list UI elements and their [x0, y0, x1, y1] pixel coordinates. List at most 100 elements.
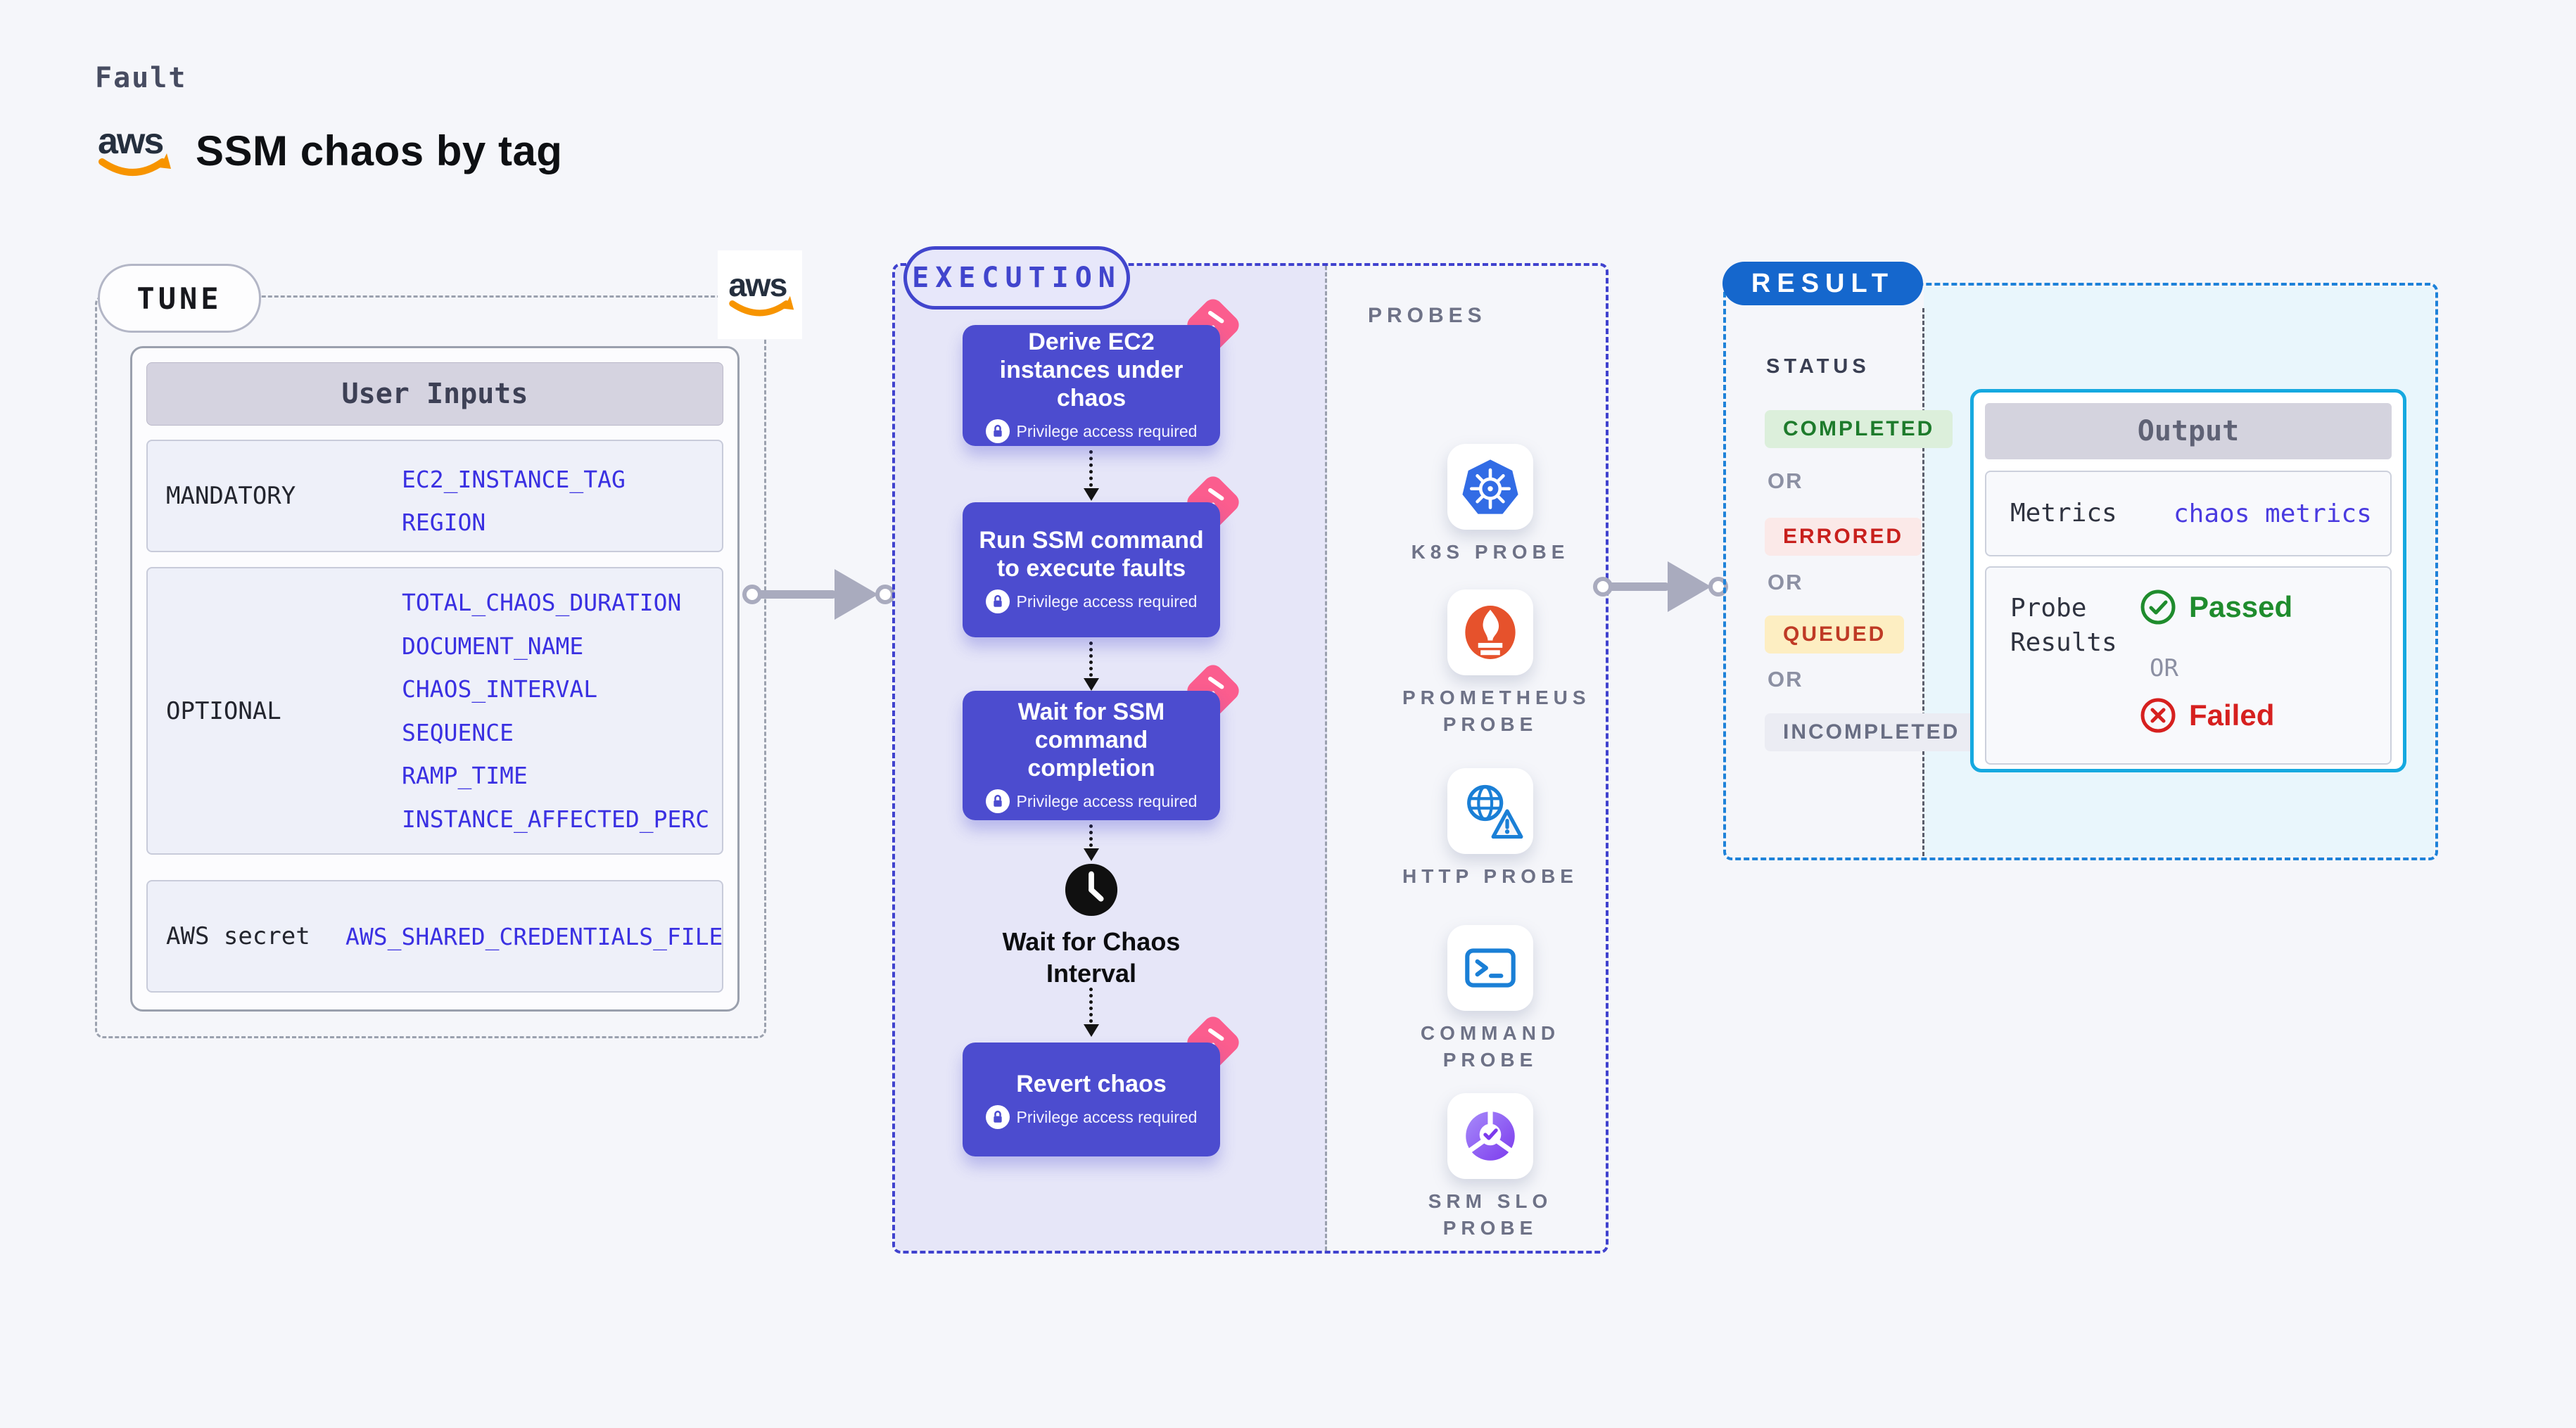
table-header: User Inputs — [146, 362, 723, 426]
step-title: Revert chaos — [1016, 1070, 1167, 1097]
row-value: AWS_SHARED_CREDENTIALS_FILE — [345, 922, 723, 950]
page-kicker: Fault — [95, 62, 187, 94]
table-row-mandatory: MANDATORY EC2_INSTANCE_TAG REGION — [146, 440, 723, 552]
execution-step-run-ssm: Run SSM command to execute faults Privil… — [963, 502, 1220, 637]
execution-step-wait-ssm: Wait for SSM command completion Privileg… — [963, 691, 1220, 820]
clock-icon — [1065, 863, 1118, 917]
row-values: EC2_INSTANCE_TAG REGION — [402, 441, 722, 551]
row-value: DOCUMENT_NAME — [402, 632, 584, 660]
step-title: Wait for SSM command completion — [1017, 698, 1165, 782]
probe-label: K8S PROBE — [1411, 541, 1570, 563]
row-value: SEQUENCE — [402, 718, 514, 746]
tune-aws-badge: aws — [718, 250, 802, 339]
user-inputs-table: User Inputs MANDATORY EC2_INSTANCE_TAG R… — [130, 346, 740, 1012]
privilege-note: Privilege access required — [985, 419, 1198, 444]
row-values: AWS_SHARED_CREDENTIALS_FILE — [345, 881, 723, 991]
status-badge-completed: COMPLETED — [1765, 410, 1953, 448]
or-text: OR — [1768, 468, 1803, 493]
table-row-aws-secret: AWS secret AWS_SHARED_CREDENTIALS_FILE — [146, 880, 723, 993]
execution-pill: EXECUTION — [903, 246, 1130, 310]
failed-result: Failed — [2140, 697, 2274, 734]
prometheus-icon — [1465, 606, 1516, 659]
probe-label: HTTP PROBE — [1402, 865, 1578, 887]
svg-text:aws: aws — [728, 267, 786, 303]
privilege-note: Privilege access required — [985, 789, 1198, 814]
metrics-value: chaos metrics — [2174, 499, 2372, 528]
status-label: STATUS — [1766, 355, 1870, 378]
privilege-note: Privilege access required — [985, 589, 1198, 614]
probe-card-k8s — [1447, 444, 1533, 530]
table-title: User Inputs — [341, 378, 528, 410]
passed-text: Passed — [2189, 590, 2293, 623]
flow-arrow-start-node — [1593, 577, 1613, 597]
probe-label: PROMETHEUS PROBE — [1402, 687, 1591, 735]
lock-icon — [985, 589, 1010, 614]
probe-card-http — [1447, 768, 1533, 854]
status-badge-incompleted: INCOMPLETED — [1765, 713, 1979, 751]
execution-step-derive: Derive EC2 instances under chaos Privile… — [963, 325, 1220, 446]
lock-icon — [985, 419, 1010, 444]
probe-results-row: Probe Results Passed OR Failed — [1985, 566, 2392, 765]
wait-interval-label: Wait for Chaos Interval — [1002, 927, 1181, 988]
table-row-optional: OPTIONAL TOTAL_CHAOS_DURATION DOCUMENT_N… — [146, 567, 723, 855]
step-connector — [1089, 824, 1093, 847]
flow-arrow-line — [752, 590, 837, 599]
step-connector — [1089, 988, 1093, 1023]
or-text: OR — [1768, 570, 1803, 594]
or-text: OR — [1768, 667, 1803, 691]
globe-alert-icon — [1467, 784, 1523, 839]
metrics-row: Metrics chaos metrics — [1985, 471, 2392, 556]
privilege-text: Privilege access required — [1016, 1107, 1198, 1126]
row-value: TOTAL_CHAOS_DURATION — [402, 589, 682, 617]
step-connector — [1089, 450, 1093, 487]
step-connector-arrowhead — [1084, 1024, 1099, 1037]
row-label: OPTIONAL — [166, 696, 281, 725]
result-pill: RESULT — [1722, 262, 1923, 305]
row-value: RAMP_TIME — [402, 762, 528, 790]
lock-icon — [985, 1105, 1010, 1130]
step-title: Run SSM command to execute faults — [979, 526, 1204, 582]
probes-label: PROBES — [1368, 304, 1487, 327]
tune-pill: TUNE — [98, 264, 261, 333]
row-value: REGION — [402, 509, 486, 536]
x-circle-icon — [2140, 698, 2176, 733]
check-circle-icon — [2140, 589, 2176, 625]
svg-text:aws: aws — [98, 121, 163, 162]
row-values: TOTAL_CHAOS_DURATION DOCUMENT_NAME CHAOS… — [402, 568, 722, 853]
status-badge-errored: ERRORED — [1765, 518, 1922, 556]
aws-logo-icon: aws — [728, 267, 794, 317]
execution-pill-label: EXECUTION — [912, 262, 1122, 294]
row-label: AWS secret — [166, 922, 310, 950]
tune-panel — [95, 295, 766, 1038]
probe-card-prometheus — [1447, 589, 1533, 675]
metrics-label: Metrics — [2010, 498, 2117, 528]
privilege-text: Privilege access required — [1016, 592, 1198, 611]
slo-pie-check-icon — [1466, 1110, 1515, 1161]
row-value: EC2_INSTANCE_TAG — [402, 466, 626, 493]
status-divider — [1922, 308, 1924, 856]
probe-label: COMMAND PROBE — [1420, 1022, 1561, 1071]
tune-pill-label: TUNE — [137, 281, 222, 316]
output-title: Output — [2137, 415, 2240, 447]
kubernetes-icon — [1462, 459, 1518, 514]
row-label: MANDATORY — [166, 482, 296, 510]
flow-arrow-line — [1603, 582, 1670, 591]
failed-text: Failed — [2189, 699, 2275, 732]
privilege-text: Privilege access required — [1016, 421, 1198, 440]
privilege-text: Privilege access required — [1016, 791, 1198, 810]
row-value: CHAOS_INTERVAL — [402, 675, 598, 703]
step-connector-arrowhead — [1084, 488, 1099, 501]
aws-logo-icon: aws — [98, 121, 171, 176]
lock-icon — [985, 789, 1010, 814]
privilege-note: Privilege access required — [985, 1105, 1198, 1130]
step-connector-arrowhead — [1084, 678, 1099, 691]
status-badge-queued: QUEUED — [1765, 616, 1905, 654]
output-card: Output Metrics chaos metrics Probe Resul… — [1970, 389, 2406, 772]
result-pill-label: RESULT — [1751, 268, 1895, 298]
execution-step-revert: Revert chaos Privilege access required — [963, 1043, 1220, 1156]
flow-arrow-head — [1668, 561, 1711, 612]
row-value: INSTANCE_AFFECTED_PERC — [402, 805, 710, 833]
probe-label: SRM SLO PROBE — [1428, 1190, 1553, 1239]
flow-arrow-head — [835, 569, 878, 620]
